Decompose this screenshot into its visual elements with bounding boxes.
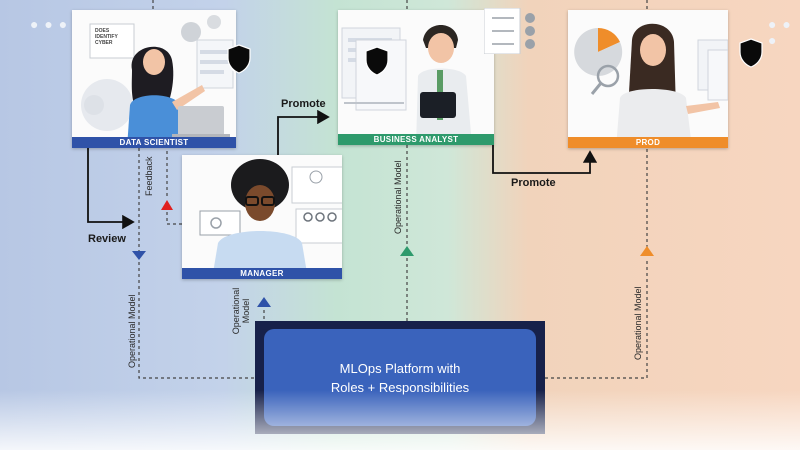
data-scientist-illustration <box>72 10 236 148</box>
checklist-icon <box>484 8 535 54</box>
platform-title-line2: Roles + Responsibilities <box>330 379 470 395</box>
platform-title-line1: MLOps Platform with <box>339 360 461 376</box>
data-scientist-role-bar: DATA SCIENTIST <box>72 137 236 148</box>
prod-illustration <box>568 10 728 148</box>
promote-arrow-2 <box>492 145 598 174</box>
shield-icon <box>365 46 389 76</box>
review-label: Review <box>88 233 126 245</box>
promote-label-1: Promote <box>281 98 326 110</box>
promote-arrow-1 <box>277 109 330 155</box>
operational-model-manager-label: Operational Model <box>231 287 251 335</box>
mlops-platform-box: MLOps Platform with Roles + Responsibili… <box>255 321 545 434</box>
data-scientist-shield-icon <box>227 44 251 74</box>
data-scientist-card: DOES IDENTIFY CYBER DATA SCIENTIST <box>72 10 236 148</box>
window-dots: ● ● ● <box>30 16 69 32</box>
prod-up-arrowhead <box>640 246 654 256</box>
whiteboard-text: DOES IDENTIFY CYBER <box>95 28 118 46</box>
prod-card: PROD <box>568 10 728 148</box>
manager-card: MANAGER <box>182 155 342 279</box>
window-dots-right: ● ● ● <box>768 16 792 48</box>
operational-model-left-label: Operational Model <box>127 294 137 368</box>
analyst-up-arrowhead <box>400 246 414 256</box>
business-analyst-illustration <box>338 10 494 145</box>
feedback-arrowhead <box>161 200 173 210</box>
prod-role-bar: PROD <box>568 137 728 148</box>
operational-model-prod-label: Operational Model <box>633 286 643 360</box>
prod-shield-icon <box>739 38 763 68</box>
feedback-label: Feedback <box>144 156 154 196</box>
manager-role-bar: MANAGER <box>182 268 342 279</box>
manager-illustration <box>182 155 342 279</box>
manager-up-arrowhead <box>257 297 271 307</box>
mlops-platform-inner: MLOps Platform with Roles + Responsibili… <box>264 329 536 426</box>
review-arrow <box>87 148 135 230</box>
left-down-arrowhead <box>132 251 146 260</box>
promote-label-2: Promote <box>511 177 556 189</box>
business-analyst-card: BUSINESS ANALYST <box>338 10 494 145</box>
business-analyst-role-bar: BUSINESS ANALYST <box>338 134 494 145</box>
operational-model-analyst-label: Operational Model <box>393 160 403 234</box>
